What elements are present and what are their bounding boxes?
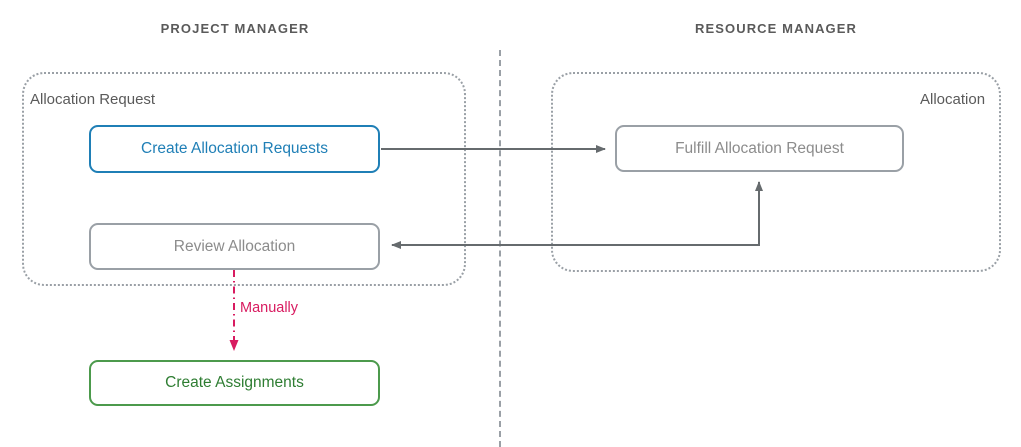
- lane-title-project-manager: PROJECT MANAGER: [160, 21, 310, 36]
- node-review-allocation[interactable]: Review Allocation: [89, 223, 380, 270]
- edge-label-manually: Manually: [240, 300, 299, 316]
- group-label-allocation: Allocation: [920, 91, 986, 108]
- lane-divider: [499, 50, 501, 447]
- group-allocation: [551, 72, 1001, 272]
- lane-title-resource-manager: RESOURCE MANAGER: [694, 21, 858, 36]
- node-fulfill-allocation-request[interactable]: Fulfill Allocation Request: [615, 125, 904, 172]
- group-label-allocation-request: Allocation Request: [30, 91, 156, 108]
- node-create-assignments[interactable]: Create Assignments: [89, 360, 380, 406]
- node-create-allocation-requests[interactable]: Create Allocation Requests: [89, 125, 380, 173]
- group-allocation-request: [22, 72, 466, 286]
